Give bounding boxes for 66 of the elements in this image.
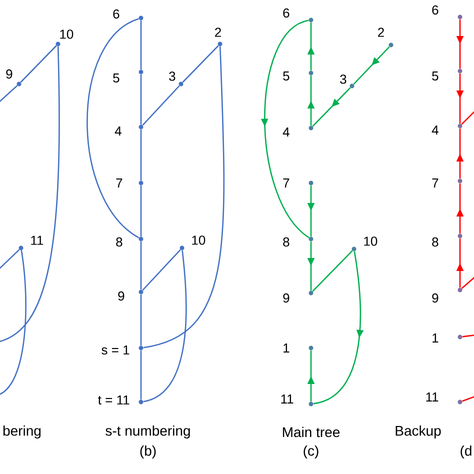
vertex-label: 2 [215,28,221,37]
vertex-label: 5 [283,71,290,81]
vertex-label: t = 11 [98,395,130,405]
edge-line [140,241,142,290]
vertex-label: 7 [432,178,438,188]
vertex-label: 7 [116,178,122,188]
edge-line [86,18,140,238]
caption: (b) [140,445,156,459]
vertex-label: 1 [284,344,290,352]
edge-line [462,395,474,402]
edge-line [143,46,225,348]
edge-line [0,85,18,104]
arrow [353,46,390,85]
vertex-label: 9 [6,69,12,79]
vertex-label: 6 [283,8,290,18]
vertex-label: 8 [116,237,122,247]
edge-line [461,110,474,125]
vertex-label: s = 1 [102,345,130,355]
vertex-label: 10 [60,30,74,39]
edge-line [140,294,142,346]
caption: Main tree [282,426,340,438]
edge-line [143,250,187,402]
vertex-label: 6 [432,5,438,15]
vertex-label: 1 [432,334,438,342]
edge-line [312,250,353,292]
vertex-label: 3 [169,72,176,81]
edge-line [0,249,20,270]
vertex-label: 10 [364,236,378,246]
edge-line [182,45,219,83]
edge-line [0,46,60,343]
edge-line [140,74,142,125]
caption: Backup [396,425,441,439]
edge-line [142,85,180,126]
edge-line [142,249,181,291]
caption: (c) [304,445,318,459]
vertex-label: 11 [31,236,44,245]
edge-line [462,334,474,338]
vertex-label: 5 [432,71,438,81]
vertex-label: 7 [283,178,290,188]
edge-line [20,45,57,83]
edge-line [461,276,474,289]
vertex-label: 4 [282,128,290,136]
caption: bering [3,425,41,439]
arrow [312,87,351,127]
vertex-label: 10 [192,236,206,245]
edge-line [140,129,142,181]
vertex-label: 11 [426,392,438,402]
arrow [313,251,364,404]
vertex-label: 2 [378,28,384,37]
edge-line [140,350,142,400]
vertex-label: 8 [283,237,290,247]
edge-line [140,185,142,237]
vertex-label: 9 [283,293,290,303]
vertex-label: 11 [281,394,294,404]
vertex-label: 5 [113,73,120,83]
vertex-label: 6 [113,9,120,19]
edge-line [140,20,142,70]
caption: (d [460,445,472,459]
vertex-label: 3 [340,74,346,84]
caption: s-t numbering [106,425,190,439]
vertex-label: 4 [114,126,122,136]
vertex-label: 4 [432,126,438,134]
vertex-label: 8 [432,237,438,247]
edge-line [0,250,26,396]
vertex-label: 9 [432,293,438,303]
vertex-label: 9 [118,291,124,301]
